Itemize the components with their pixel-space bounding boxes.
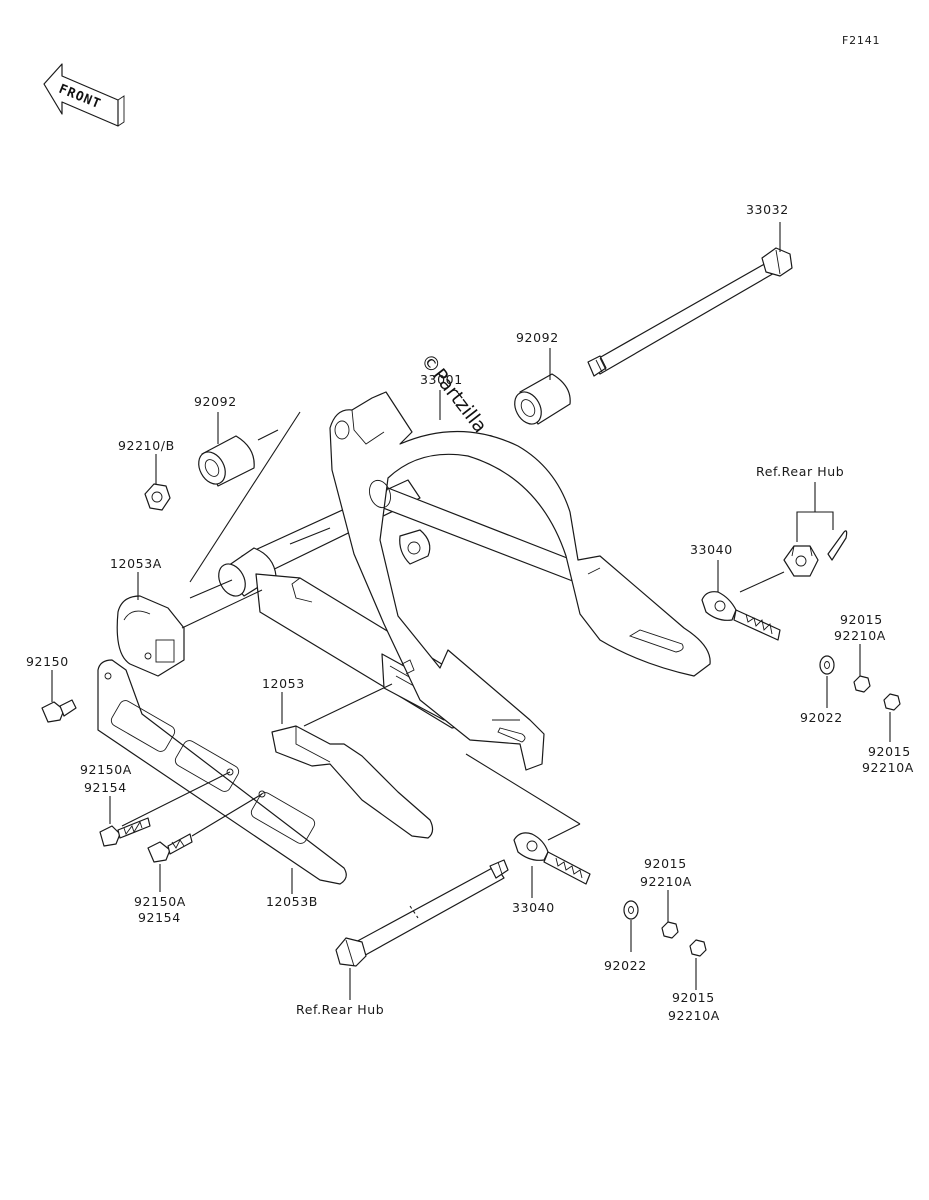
nut-92015-b2[interactable]	[689, 939, 707, 957]
label-92015-b1: 92015	[644, 856, 687, 871]
rear-axle-ref-rear-hub[interactable]	[335, 859, 509, 967]
label-33001: 33001	[420, 372, 463, 387]
chain-guide-12053b[interactable]	[97, 659, 347, 885]
washer-92022-lower[interactable]	[623, 900, 639, 920]
label-33032: 33032	[746, 202, 789, 217]
swing-arm-33001[interactable]	[213, 391, 711, 771]
chain-adjuster-33040-lower[interactable]	[513, 832, 591, 885]
bolt-92150a-upper[interactable]	[99, 817, 151, 847]
label-92022-upper: 92022	[800, 710, 843, 725]
label-12053b: 12053B	[266, 894, 318, 909]
label-92150: 92150	[26, 654, 69, 669]
pivot-shaft-33032[interactable]	[587, 247, 793, 377]
label-92210a-r1: 92210A	[834, 628, 886, 643]
diagram-code: F2141	[842, 34, 880, 47]
label-92150a-upper: 92150A	[80, 762, 132, 777]
bolt-92150[interactable]	[41, 699, 77, 723]
label-ref-rear-hub-top: Ref.Rear Hub	[756, 464, 844, 479]
label-92154-lower: 92154	[138, 910, 181, 925]
label-ref-rear-hub-bottom: Ref.Rear Hub	[296, 1002, 384, 1017]
label-12053: 12053	[262, 676, 305, 691]
label-92150a-lower: 92150A	[134, 894, 186, 909]
nut-92015-r1[interactable]	[853, 675, 871, 693]
washer-92022-upper[interactable]	[819, 655, 835, 675]
label-92154-upper: 92154	[84, 780, 127, 795]
part-labels: 33032 92092 33001 92092 92210/B Ref.Rear…	[26, 202, 914, 1023]
nut-92210b[interactable]	[144, 483, 171, 511]
collar-92092-right[interactable]	[509, 373, 571, 429]
chain-slider-12053a[interactable]	[116, 595, 185, 677]
chain-slider-12053[interactable]	[271, 725, 434, 839]
cotter-pin[interactable]	[827, 530, 848, 561]
label-33040-upper: 33040	[690, 542, 733, 557]
label-92015-b2: 92015	[672, 990, 715, 1005]
label-92092-left: 92092	[194, 394, 237, 409]
chain-adjuster-33040-upper[interactable]	[701, 591, 781, 641]
nut-92015-r2[interactable]	[883, 693, 901, 711]
label-92210b: 92210/B	[118, 438, 175, 453]
label-92210a-r2: 92210A	[862, 760, 914, 775]
bolt-92150a-lower[interactable]	[147, 833, 193, 863]
label-92210a-b1: 92210A	[640, 874, 692, 889]
collar-92092-left[interactable]	[193, 435, 255, 489]
leader-lines	[51, 222, 891, 1000]
castle-nut-ref-rear-hub[interactable]	[783, 545, 819, 577]
label-92015-r2: 92015	[868, 744, 911, 759]
label-92022-lower: 92022	[604, 958, 647, 973]
label-92210a-b2: 92210A	[668, 1008, 720, 1023]
label-33040-lower: 33040	[512, 900, 555, 915]
label-92092-right: 92092	[516, 330, 559, 345]
front-arrow-icon: FRONT	[43, 63, 125, 127]
label-12053a: 12053A	[110, 556, 162, 571]
nut-92015-b1[interactable]	[661, 921, 679, 939]
label-92015-r1: 92015	[840, 612, 883, 627]
